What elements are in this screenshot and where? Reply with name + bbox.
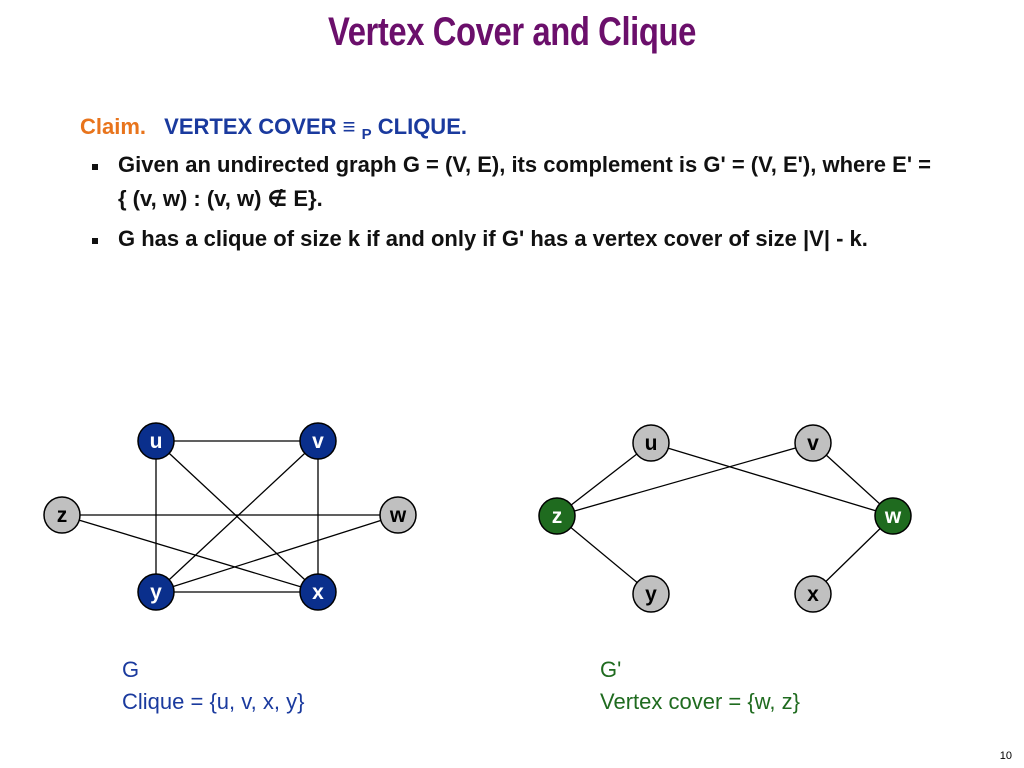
node-x <box>299 573 337 611</box>
node-label-v: v <box>312 430 324 453</box>
node-label-y: y <box>645 583 657 606</box>
node-label-z: z <box>57 504 68 527</box>
node-v <box>794 424 832 462</box>
graph-g-prime-cover-text: Vertex cover = {w, z} <box>600 689 800 714</box>
claim-subscript: P <box>361 126 372 143</box>
node-label-x: x <box>312 581 324 604</box>
slide-title: Vertex Cover and Clique <box>328 10 696 54</box>
edge-z-y <box>556 515 652 595</box>
bullet-text: G has a clique of size k if and only if … <box>118 226 868 251</box>
bullet-text: Given an undirected graph G = (V, E), it… <box>118 152 932 211</box>
bullet-marker <box>92 238 98 244</box>
graph-g-caption: G Clique = {u, v, x, y} <box>122 654 304 718</box>
edge-v-y <box>155 440 319 593</box>
graph-g-prime-edges <box>556 442 894 595</box>
edge-u-z <box>556 442 652 517</box>
edge-w-y <box>155 514 399 593</box>
graph-g-prime: u v z w y x <box>538 424 912 613</box>
node-label-u: u <box>645 432 658 455</box>
node-y <box>137 573 175 611</box>
graph-g-edges <box>61 440 399 593</box>
node-z <box>43 496 81 534</box>
edge-z-x <box>61 514 319 593</box>
node-label-y: y <box>150 581 162 604</box>
graph-g-clique-text: Clique = {u, v, x, y} <box>122 689 305 714</box>
node-label-x: x <box>807 583 819 606</box>
claim-statement-end: CLIQUE. <box>377 114 467 139</box>
bullet-clique-cover-relation: G has a clique of size k if and only if … <box>92 222 942 256</box>
bullet-marker <box>92 164 98 170</box>
graph-g-prime-name: G' <box>600 657 622 682</box>
node-v <box>299 422 337 460</box>
node-label-w: w <box>389 504 407 527</box>
bullet-complement-definition: Given an undirected graph G = (V, E), it… <box>92 148 942 216</box>
node-w <box>874 497 912 535</box>
node-u <box>632 424 670 462</box>
node-z <box>538 497 576 535</box>
node-u <box>137 422 175 460</box>
claim-line: Claim. VERTEX COVER ≡ P CLIQUE. <box>80 114 467 143</box>
node-label-w: w <box>884 505 902 528</box>
node-x <box>794 575 832 613</box>
claim-label: Claim. <box>80 114 147 139</box>
graph-g-name: G <box>122 657 140 682</box>
graph-g-prime-nodes: u v z w y x <box>538 424 912 613</box>
node-w <box>379 496 417 534</box>
node-label-z: z <box>552 505 563 528</box>
page-number: 10 <box>999 750 1012 762</box>
claim-statement-start: VERTEX COVER ≡ <box>164 114 356 139</box>
graph-g: u v z w y x <box>43 422 417 611</box>
edge-v-z <box>556 442 814 517</box>
node-label-v: v <box>807 432 819 455</box>
edge-u-w <box>650 442 894 517</box>
graph-g-prime-caption: G' Vertex cover = {w, z} <box>600 654 800 718</box>
node-label-u: u <box>150 430 163 453</box>
node-y <box>632 575 670 613</box>
graph-g-nodes: u v z w y x <box>43 422 417 611</box>
